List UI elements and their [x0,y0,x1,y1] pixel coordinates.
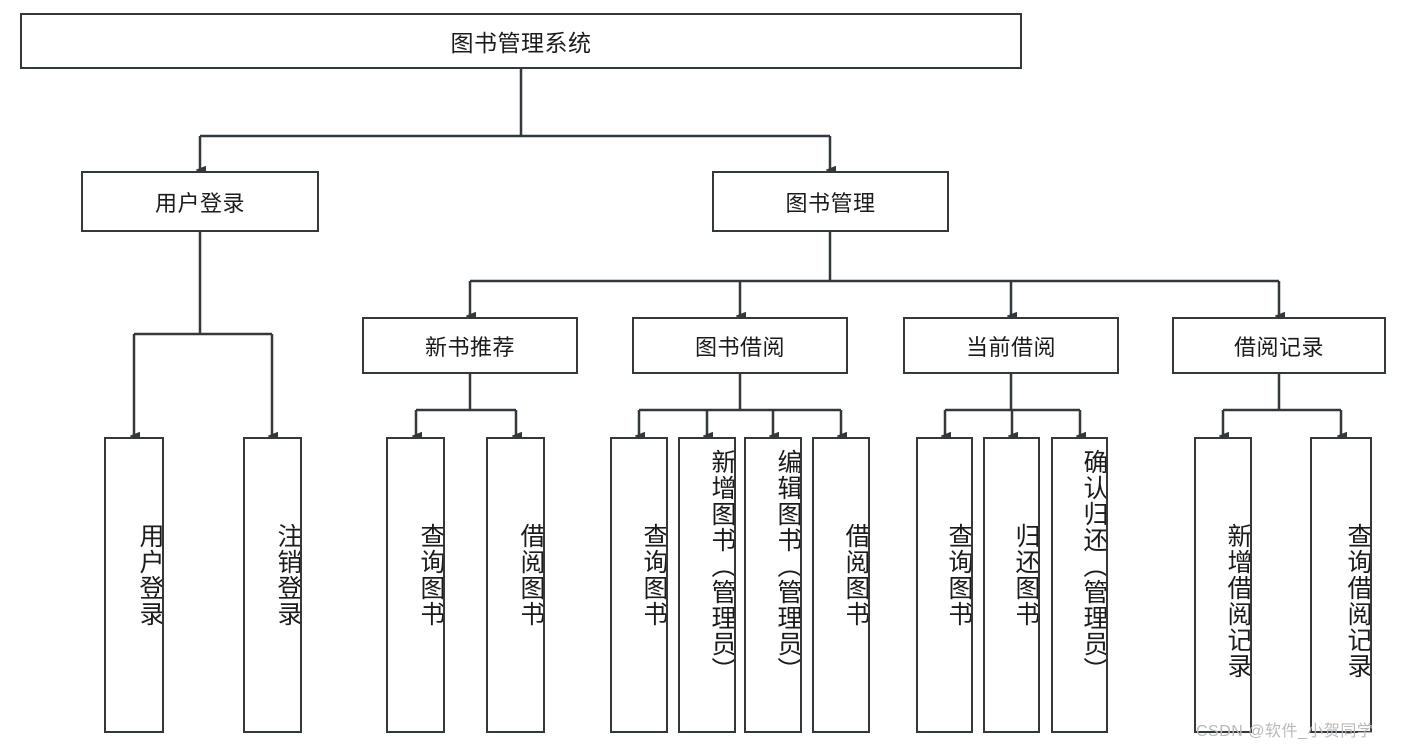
node-leaf-query-book-rec[interactable]: 查询图书 [386,437,445,733]
node-leaf-add-record[interactable]: 新增借阅记录 [1194,437,1252,733]
node-label: 图书管理系统 [450,30,592,56]
node-leaf-confirm-return[interactable]: 确认归还（管理员） [1051,437,1108,733]
node-label: 查询图书 [417,523,445,627]
node-label: 编辑图书（管理员） [774,449,802,683]
node-label: 用户登录 [136,523,164,627]
node-label: 用户登录 [154,190,245,216]
node-current-borrow[interactable]: 当前借阅 [903,317,1119,374]
node-leaf-return-book[interactable]: 归还图书 [983,437,1040,733]
node-label: 新增借阅记录 [1224,523,1252,679]
node-leaf-query-book-cur[interactable]: 查询图书 [916,437,973,733]
node-label: 查询图书 [640,523,668,627]
node-label: 确认归还（管理员） [1080,449,1108,683]
csdn-watermark: CSDN @软件_小贺同学 [1196,723,1374,740]
node-label: 图书管理 [785,190,876,216]
node-label: 查询借阅记录 [1344,523,1372,679]
node-label: 查询图书 [945,523,973,627]
node-leaf-borrow-book-bor[interactable]: 借阅图书 [812,437,870,733]
node-user-login[interactable]: 用户登录 [81,171,319,232]
node-book-borrow[interactable]: 图书借阅 [632,317,848,374]
node-root-root[interactable]: 图书管理系统 [20,13,1022,69]
node-new-book-rec[interactable]: 新书推荐 [362,317,578,374]
node-leaf-add-book[interactable]: 新增图书（管理员） [678,437,736,733]
node-label: 借阅图书 [842,523,870,627]
node-leaf-borrow-book-rec[interactable]: 借阅图书 [486,437,545,733]
connector-group [134,69,1341,436]
node-leaf-logout[interactable]: 注销登录 [243,437,302,733]
node-borrow-record[interactable]: 借阅记录 [1172,317,1386,374]
node-label: 新书推荐 [424,334,515,360]
node-label: 注销登录 [274,523,302,627]
node-leaf-user-login[interactable]: 用户登录 [104,437,164,733]
node-book-manage[interactable]: 图书管理 [712,171,949,232]
node-label: 借阅记录 [1233,334,1324,360]
node-label: 归还图书 [1012,523,1040,627]
node-label: 当前借阅 [965,334,1056,360]
node-label: 新增图书（管理员） [708,449,736,683]
node-leaf-edit-book[interactable]: 编辑图书（管理员） [744,437,802,733]
node-label: 图书借阅 [694,334,785,360]
node-leaf-query-record[interactable]: 查询借阅记录 [1310,437,1372,733]
node-label: 借阅图书 [517,523,545,627]
node-leaf-query-book-bor[interactable]: 查询图书 [610,437,668,733]
